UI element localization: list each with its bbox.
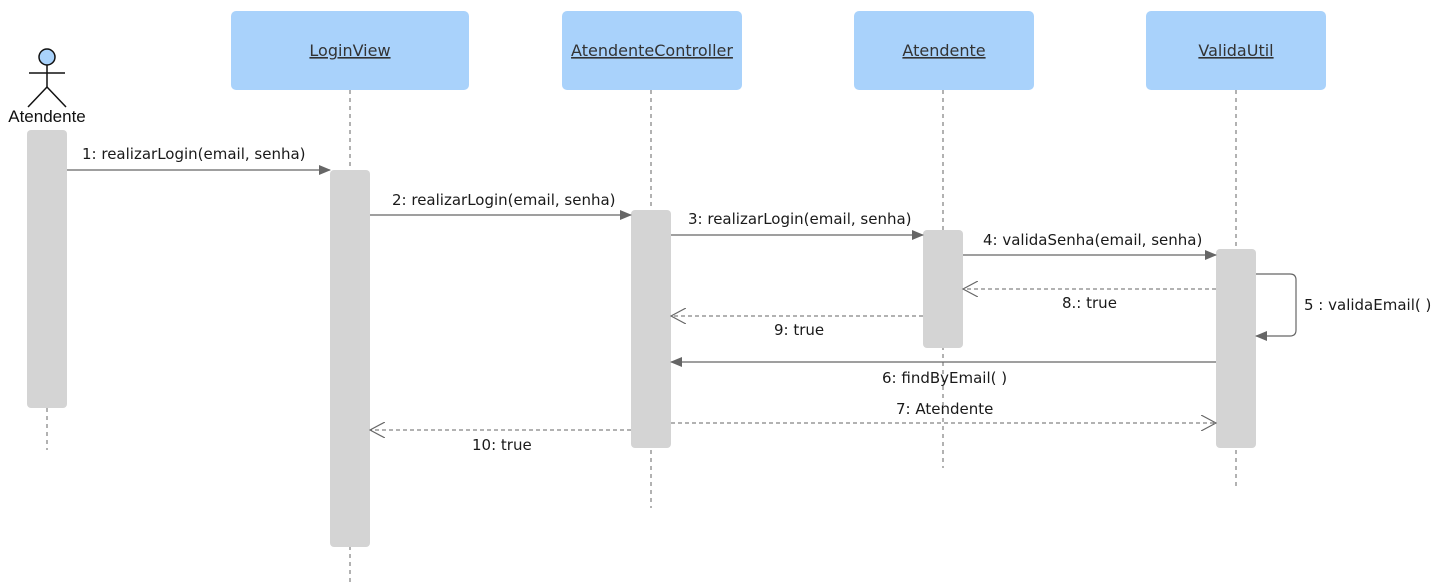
activation-actor	[27, 130, 67, 408]
actor-label: Atendente	[8, 107, 86, 126]
activation-controller	[631, 210, 671, 448]
message-label-2: 2: realizarLogin(email, senha)	[392, 191, 616, 209]
message-label-1: 1: realizarLogin(email, senha)	[82, 145, 306, 163]
activation-validautil	[1216, 249, 1256, 448]
lifeline-header-loginview[interactable]: LoginView	[231, 11, 469, 90]
actor-head-icon	[38, 48, 56, 66]
lifeline-label-controller: AtendenteController	[571, 41, 733, 60]
lifeline-header-controller[interactable]: AtendenteController	[562, 11, 742, 90]
message-label-4: 4: validaSenha(email, senha)	[983, 231, 1202, 249]
message-label-7: 7: Atendente	[896, 400, 993, 418]
actor-figure[interactable]	[27, 48, 67, 108]
message-label-5: 5 : validaEmail( )	[1304, 296, 1431, 314]
message-label-6: 6: findByEmail( )	[882, 369, 1007, 387]
lifeline-label-loginview: LoginView	[309, 41, 390, 60]
message-label-10: 10: true	[472, 436, 532, 454]
message-label-3: 3: realizarLogin(email, senha)	[688, 210, 912, 228]
message-label-8: 8.: true	[1062, 294, 1117, 312]
lifeline-header-validautil[interactable]: ValidaUtil	[1146, 11, 1326, 90]
activation-atendente	[923, 230, 963, 348]
activation-loginview	[330, 170, 370, 547]
message-arrow-5	[1255, 273, 1297, 341]
message-label-9: 9: true	[774, 321, 824, 339]
lifeline-label-validautil: ValidaUtil	[1198, 41, 1273, 60]
lifeline-header-atendente[interactable]: Atendente	[854, 11, 1034, 90]
lifeline-label-atendente: Atendente	[902, 41, 985, 60]
